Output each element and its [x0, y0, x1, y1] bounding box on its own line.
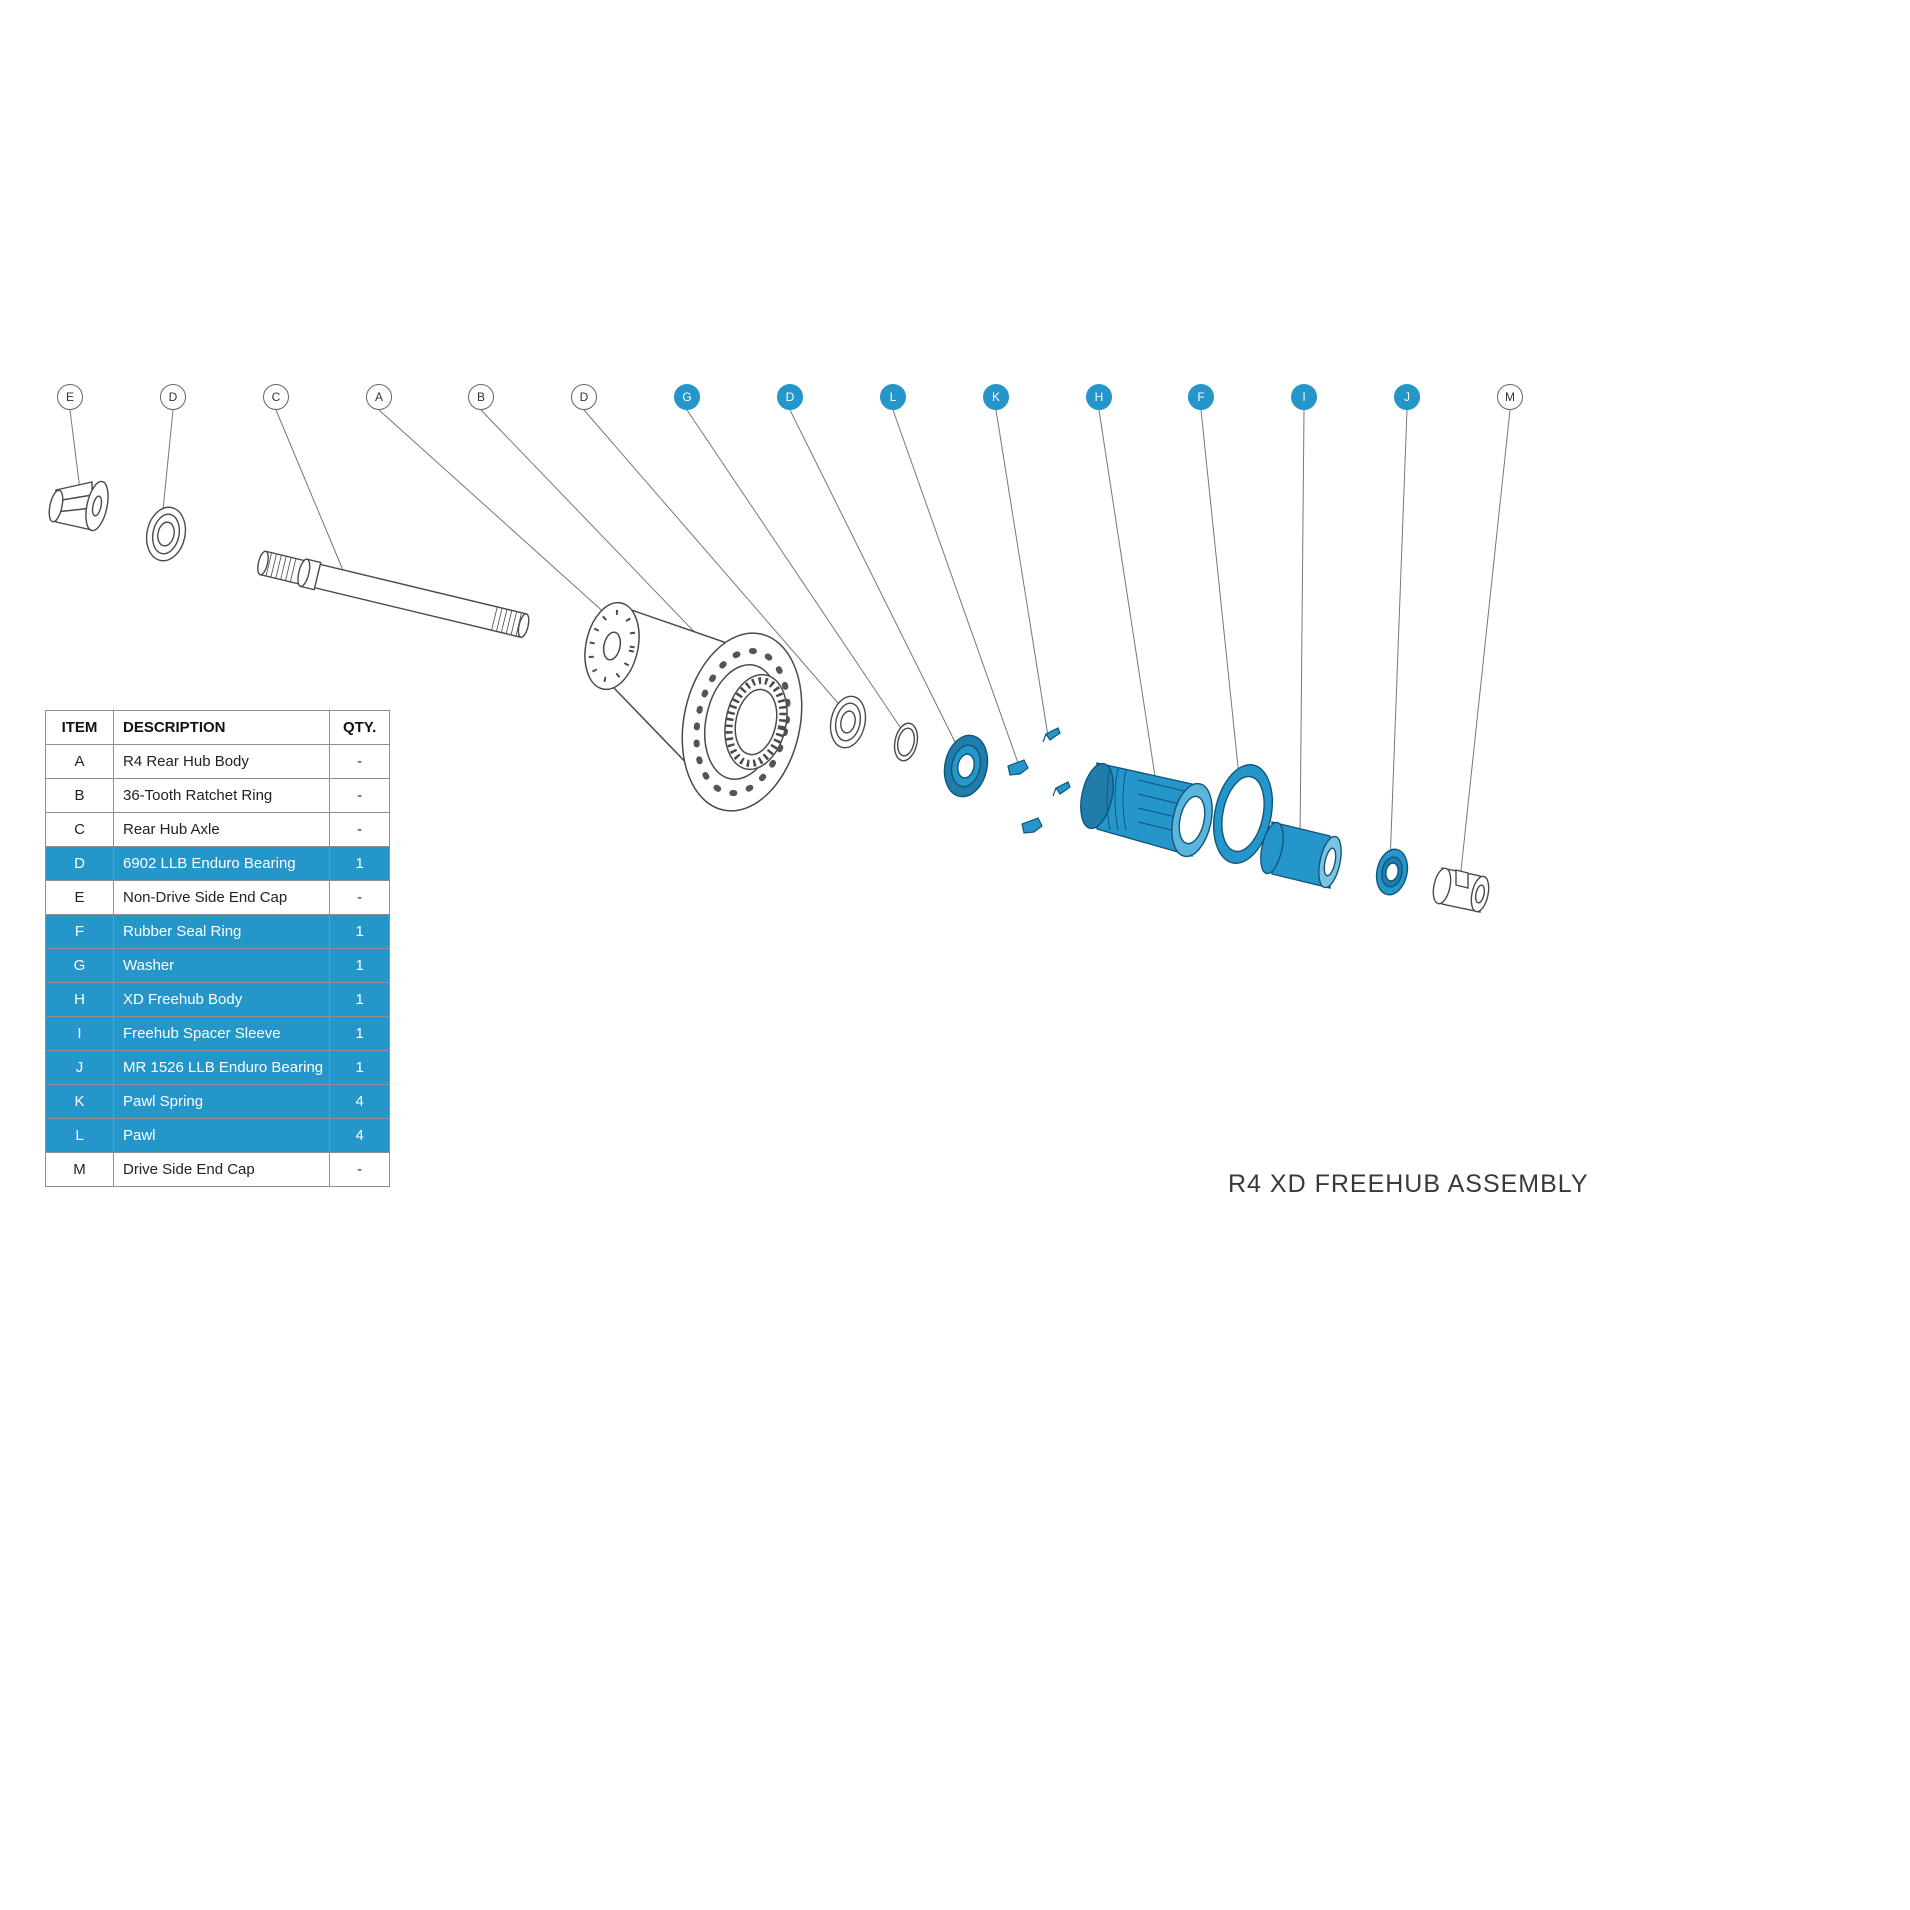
balloon-m: M: [1497, 384, 1523, 410]
part-c-axle: [257, 550, 530, 639]
qty-cell: 1: [329, 1016, 391, 1051]
balloon-b: B: [468, 384, 494, 410]
qty-header: QTY.: [329, 710, 391, 745]
description-header: DESCRIPTION: [112, 710, 331, 745]
qty-cell: -: [329, 1152, 391, 1187]
balloon-l: L: [880, 384, 906, 410]
item-cell: K: [45, 1084, 114, 1119]
description-cell: R4 Rear Hub Body: [112, 744, 331, 779]
table-row: A R4 Rear Hub Body -: [45, 744, 391, 779]
part-d-bearing-hub: [829, 695, 867, 749]
item-cell: F: [45, 914, 114, 949]
qty-cell: -: [329, 880, 391, 915]
qty-cell: -: [329, 778, 391, 813]
balloon-g: G: [674, 384, 700, 410]
item-cell: A: [45, 744, 114, 779]
part-b-ratchet-ring: [724, 673, 788, 771]
assembly-title: R4 XD FREEHUB ASSEMBLY: [1228, 1170, 1589, 1198]
description-cell: Pawl Spring: [112, 1084, 331, 1119]
description-cell: Washer: [112, 948, 331, 983]
table-row: C Rear Hub Axle -: [45, 812, 391, 847]
table-row: I Freehub Spacer Sleeve 1: [45, 1016, 391, 1051]
part-j-bearing: [1375, 848, 1409, 896]
table-row: J MR 1526 LLB Enduro Bearing 1: [45, 1050, 391, 1085]
qty-cell: 1: [329, 948, 391, 983]
part-g-washer: [893, 722, 919, 762]
item-cell: B: [45, 778, 114, 813]
item-cell: I: [45, 1016, 114, 1051]
table-row: B 36-Tooth Ratchet Ring -: [45, 778, 391, 813]
table-row: M Drive Side End Cap -: [45, 1152, 391, 1187]
qty-cell: 1: [329, 914, 391, 949]
item-cell: D: [45, 846, 114, 881]
description-cell: Rear Hub Axle: [112, 812, 331, 847]
balloon-c: C: [263, 384, 289, 410]
part-l-pawls: [1007, 759, 1043, 834]
balloon-d2: D: [571, 384, 597, 410]
part-f-seal-ring: [1213, 764, 1273, 864]
part-a-hub-body: [584, 601, 803, 812]
description-cell: Non-Drive Side End Cap: [112, 880, 331, 915]
balloon-k: K: [983, 384, 1009, 410]
balloon-a: A: [366, 384, 392, 410]
qty-cell: 1: [329, 982, 391, 1017]
table-header-row: ITEM DESCRIPTION QTY.: [45, 710, 391, 745]
description-cell: 36-Tooth Ratchet Ring: [112, 778, 331, 813]
balloon-d3: D: [777, 384, 803, 410]
part-e-non-drive-end-cap: [48, 480, 109, 532]
item-cell: E: [45, 880, 114, 915]
table-row: G Washer 1: [45, 948, 391, 983]
part-m-drive-end-cap: [1432, 867, 1490, 913]
table-row: H XD Freehub Body 1: [45, 982, 391, 1017]
description-cell: Drive Side End Cap: [112, 1152, 331, 1187]
description-cell: XD Freehub Body: [112, 982, 331, 1017]
part-d-bearing-nondrive: [145, 506, 187, 562]
balloon-j: J: [1394, 384, 1420, 410]
table-row: L Pawl 4: [45, 1118, 391, 1153]
description-cell: MR 1526 LLB Enduro Bearing: [112, 1050, 331, 1085]
parts-table: ITEM DESCRIPTION QTY. A R4 Rear Hub Body…: [45, 710, 391, 1187]
item-cell: J: [45, 1050, 114, 1085]
qty-cell: 1: [329, 1050, 391, 1085]
part-k-pawl-springs: [1042, 727, 1071, 797]
item-cell: G: [45, 948, 114, 983]
item-cell: H: [45, 982, 114, 1017]
balloon-h: H: [1086, 384, 1112, 410]
part-d-bearing-drive: [943, 734, 989, 798]
qty-cell: -: [329, 744, 391, 779]
balloon-f: F: [1188, 384, 1214, 410]
part-i-spacer-sleeve: [1260, 821, 1342, 889]
item-cell: M: [45, 1152, 114, 1187]
table-row: D 6902 LLB Enduro Bearing 1: [45, 846, 391, 881]
qty-cell: 4: [329, 1084, 391, 1119]
table-row: K Pawl Spring 4: [45, 1084, 391, 1119]
part-h-freehub-body: [1080, 762, 1213, 858]
balloon-e: E: [57, 384, 83, 410]
table-row: E Non-Drive Side End Cap -: [45, 880, 391, 915]
item-cell: C: [45, 812, 114, 847]
qty-cell: 1: [329, 846, 391, 881]
leader-lines: [69, 409, 1511, 881]
item-cell: L: [45, 1118, 114, 1153]
description-cell: Freehub Spacer Sleeve: [112, 1016, 331, 1051]
balloon-d1: D: [160, 384, 186, 410]
item-header: ITEM: [45, 710, 114, 745]
balloon-i: I: [1291, 384, 1317, 410]
description-cell: 6902 LLB Enduro Bearing: [112, 846, 331, 881]
qty-cell: 4: [329, 1118, 391, 1153]
description-cell: Rubber Seal Ring: [112, 914, 331, 949]
table-row: F Rubber Seal Ring 1: [45, 914, 391, 949]
qty-cell: -: [329, 812, 391, 847]
description-cell: Pawl: [112, 1118, 331, 1153]
